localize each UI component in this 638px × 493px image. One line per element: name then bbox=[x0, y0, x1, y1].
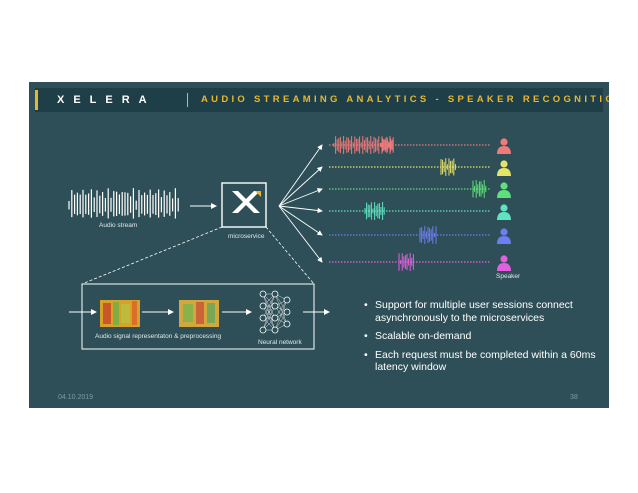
speaker-icons bbox=[497, 138, 511, 271]
zoom-line-right bbox=[265, 226, 315, 285]
microservice-label: microservice bbox=[228, 233, 265, 240]
bullet-item: •Scalable on-demand bbox=[364, 330, 472, 342]
architecture-diagram: Audio stream microservice Speaker bbox=[68, 136, 521, 350]
bullet-item: •Each request must be completed within a… bbox=[364, 348, 596, 374]
footer-date: 04.10.2019 bbox=[58, 394, 94, 401]
header-divider bbox=[187, 93, 188, 107]
spectrogram-image-1 bbox=[100, 300, 140, 327]
bullet-list: •Support for multiple user sessions conn… bbox=[363, 299, 609, 380]
microservice-x-icon bbox=[221, 182, 267, 228]
fan-out-arrows bbox=[278, 144, 323, 263]
zoom-detail-box bbox=[81, 283, 315, 350]
speaker-label: Speaker bbox=[496, 273, 521, 280]
header-accent bbox=[35, 90, 38, 110]
page-number: 38 bbox=[570, 394, 578, 401]
slide-title: AUDIO STREAMING ANALYTICS - SPEAKER RECO… bbox=[201, 94, 609, 105]
speaker-streams bbox=[329, 136, 491, 271]
spectrogram-image-2 bbox=[179, 300, 219, 327]
neural-network-label: Neural network bbox=[258, 339, 302, 346]
audio-stream-waveform bbox=[68, 188, 179, 219]
preprocessing-label: Audio signal representaton & preprocessi… bbox=[95, 333, 221, 340]
neural-network-icon bbox=[259, 290, 291, 334]
zoom-line-left bbox=[81, 226, 223, 285]
header-bar: XELERA AUDIO STREAMING ANALYTICS - SPEAK… bbox=[35, 88, 609, 112]
xelera-logo: XELERA bbox=[57, 94, 156, 106]
audio-stream-label: Audio stream bbox=[99, 222, 137, 229]
bullet-item: •Support for multiple user sessions conn… bbox=[364, 299, 573, 324]
slide: XELERA AUDIO STREAMING ANALYTICS - SPEAK… bbox=[29, 82, 609, 408]
